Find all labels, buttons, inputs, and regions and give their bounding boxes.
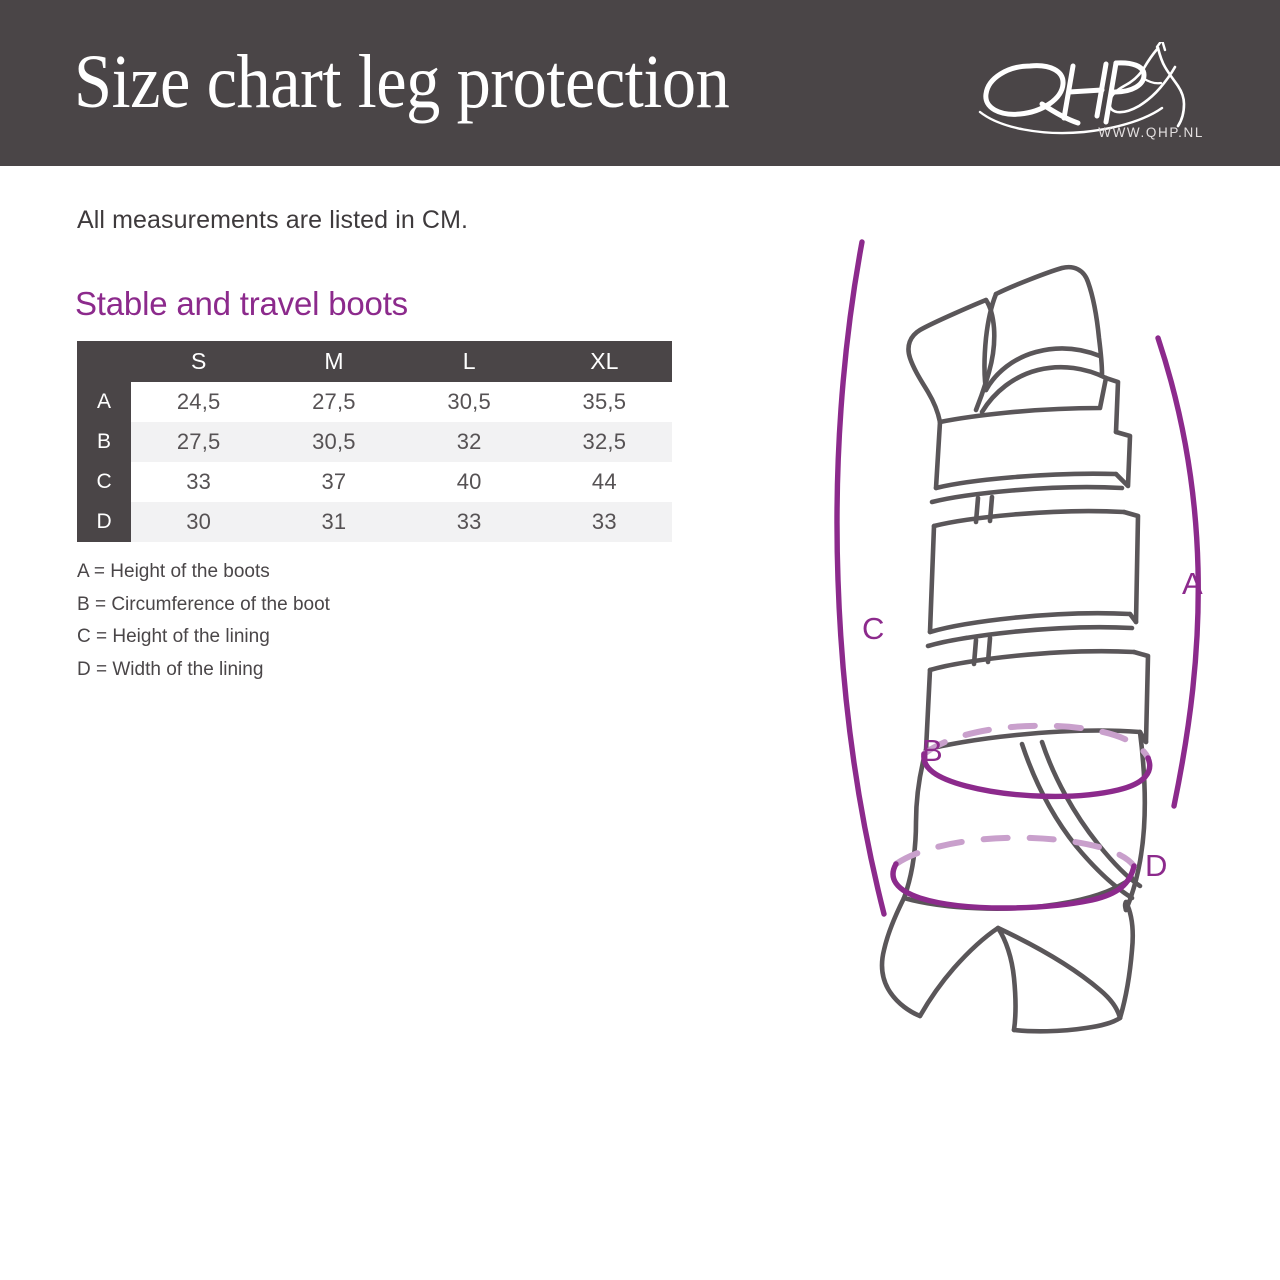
measure-ellipse-b-front	[921, 751, 1153, 800]
diagram-label-b: B	[922, 733, 943, 768]
legend-item-d: D = Width of the lining	[77, 658, 264, 680]
cell-b-l: 32	[401, 422, 537, 462]
page-header: Size chart leg protection WWW.QHP.NL	[0, 0, 1280, 166]
cell-d-m: 31	[266, 502, 402, 542]
logo-url-text: WWW.QHP.NL	[1098, 125, 1204, 140]
qhp-horse-logo-icon	[978, 42, 1186, 135]
measure-arc-c	[834, 239, 887, 917]
table-row: B 27,5 30,5 32 32,5	[77, 422, 672, 462]
column-header-m: M	[266, 341, 402, 382]
measure-ellipse-b-back	[921, 722, 1151, 761]
cell-a-m: 27,5	[266, 382, 402, 422]
cell-c-m: 37	[266, 462, 402, 502]
diagram-label-d: D	[1145, 848, 1168, 883]
legend-item-a: A = Height of the boots	[77, 561, 270, 582]
cell-b-m: 30,5	[266, 422, 402, 462]
column-header-xl: XL	[536, 341, 672, 382]
cell-a-xl: 35,5	[536, 382, 672, 422]
cell-a-l: 30,5	[401, 382, 537, 422]
cell-d-s: 30	[131, 502, 267, 542]
table-corner-cell	[77, 341, 132, 382]
legend-item-b: B = Circumference of the boot	[77, 593, 330, 615]
qhp-logo: WWW.QHP.NL	[972, 42, 1204, 142]
section-title: Stable and travel boots	[75, 285, 408, 322]
diagram-label-a: A	[1182, 566, 1203, 601]
table-row: A 24,5 27,5 30,5 35,5	[77, 382, 672, 422]
cell-b-xl: 32,5	[536, 422, 672, 462]
measure-arc-a	[1155, 335, 1201, 809]
measure-ellipse-d-back	[893, 834, 1137, 869]
row-label-d: D	[77, 502, 132, 542]
table-row: C 33 37 40 44	[77, 462, 672, 502]
measure-ellipse-d-front	[890, 861, 1137, 911]
column-header-s: S	[131, 341, 267, 382]
row-label-b: B	[77, 422, 132, 462]
table-row: D 30 31 33 33	[77, 502, 672, 542]
size-chart-table: S M L XL A 24,5 27,5 30,5 35,5 B 27,5 30…	[77, 341, 672, 542]
page-title: Size chart leg protection	[74, 40, 730, 124]
row-label-a: A	[77, 382, 132, 422]
table-header-row: S M L XL	[77, 341, 672, 382]
table-header: S M L XL	[77, 341, 672, 382]
cell-b-s: 27,5	[131, 422, 267, 462]
table-body: A 24,5 27,5 30,5 35,5 B 27,5 30,5 32 32,…	[77, 382, 672, 542]
cell-d-xl: 33	[536, 502, 672, 542]
boot-diagram: A C B D	[800, 239, 1240, 1070]
cell-d-l: 33	[401, 502, 537, 542]
legend-item-c: C = Height of the lining	[77, 626, 270, 647]
column-header-l: L	[401, 341, 537, 382]
cell-c-l: 40	[401, 462, 537, 502]
cell-a-s: 24,5	[131, 382, 267, 422]
boot-illustration-icon	[834, 239, 1201, 1034]
row-label-c: C	[77, 462, 132, 502]
measurement-legend: A = Height of the boots B = Circumferenc…	[77, 556, 557, 686]
cell-c-xl: 44	[536, 462, 672, 502]
cell-c-s: 33	[131, 462, 267, 502]
diagram-label-c: C	[862, 611, 885, 646]
measurement-units-note: All measurements are listed in CM.	[77, 206, 469, 234]
